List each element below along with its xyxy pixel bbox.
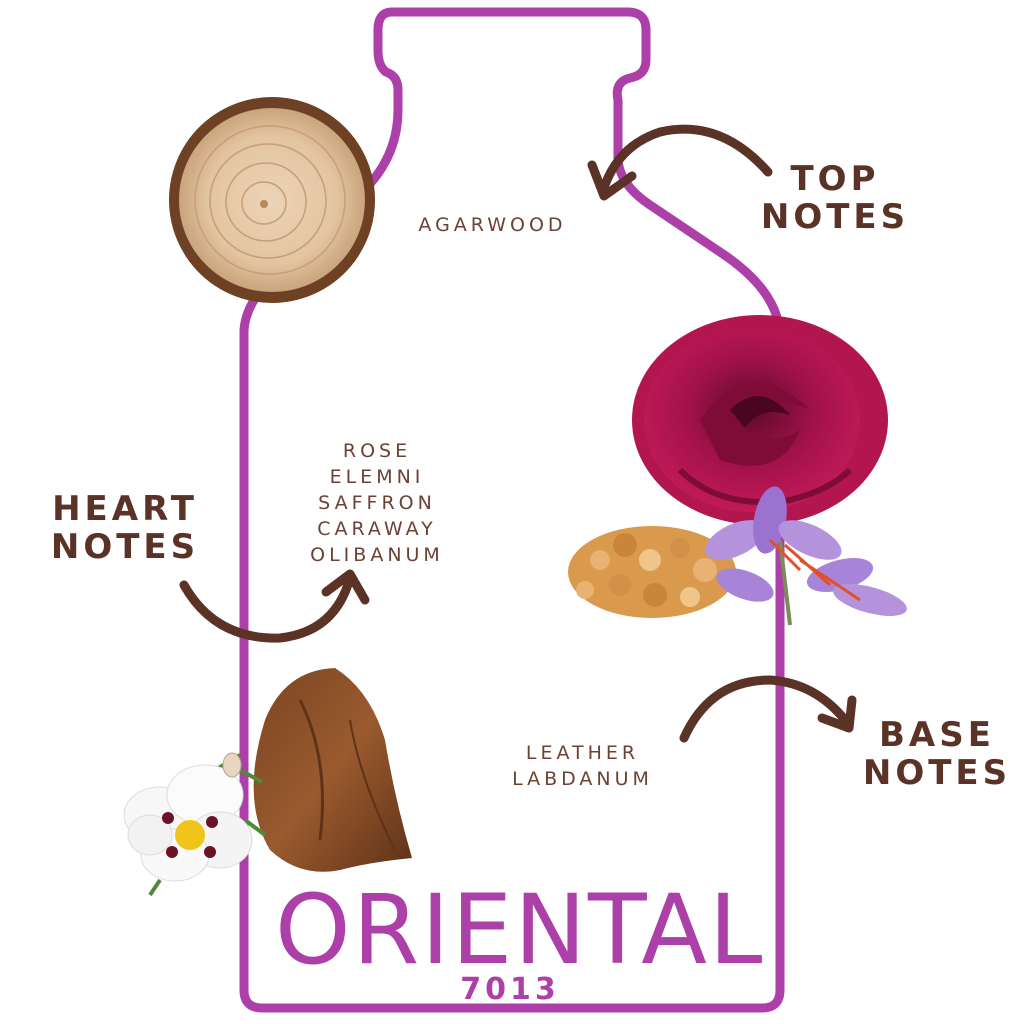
bottle-outline [239, 7, 785, 1013]
agarwood-label: AGARWOOD [418, 214, 567, 236]
base-note-labdanum: LABDANUM [512, 768, 653, 790]
heart-notes-heading-line1: HEART [52, 489, 198, 529]
heart-notes-list: ROSE ELEMNI SAFFRON CARAWAY OLIBANUM [272, 438, 482, 568]
base-notes-arrow [679, 675, 857, 743]
heart-note-rose: ROSE [342, 440, 412, 462]
leather-swatch-icon [253, 668, 412, 872]
rose-icon [632, 315, 888, 525]
top-notes-arrow [587, 124, 773, 201]
product-name: ORIENTAL [275, 874, 765, 986]
frankincense-resin-icon [568, 526, 736, 618]
top-notes-heading-line2: NOTES [760, 197, 910, 237]
heart-notes-heading: HEART NOTES [40, 490, 210, 566]
base-notes-heading-line1: BASE [879, 715, 995, 755]
base-notes-heading: BASE NOTES [852, 716, 1022, 792]
heart-note-saffron: SAFFRON [318, 492, 436, 514]
product-code: 7013 [460, 972, 560, 1007]
heart-note-elemni: ELEMNI [329, 466, 425, 488]
saffron-flower-icon [705, 486, 907, 626]
base-note-leather: LEATHER [525, 742, 640, 764]
top-notes-heading: TOP NOTES [740, 160, 930, 236]
heart-note-olibanum: OLIBANUM [310, 544, 444, 566]
base-notes-list: LEATHER LABDANUM [480, 740, 685, 792]
heart-notes-heading-line2: NOTES [50, 527, 200, 567]
heart-notes-arrow [179, 569, 370, 643]
cistus-flower-icon [123, 752, 267, 897]
heart-note-caraway: CARAWAY [317, 518, 437, 540]
wood-slice-icon [169, 97, 375, 303]
top-notes-heading-line1: TOP [790, 159, 880, 199]
base-notes-heading-line2: NOTES [862, 753, 1012, 793]
